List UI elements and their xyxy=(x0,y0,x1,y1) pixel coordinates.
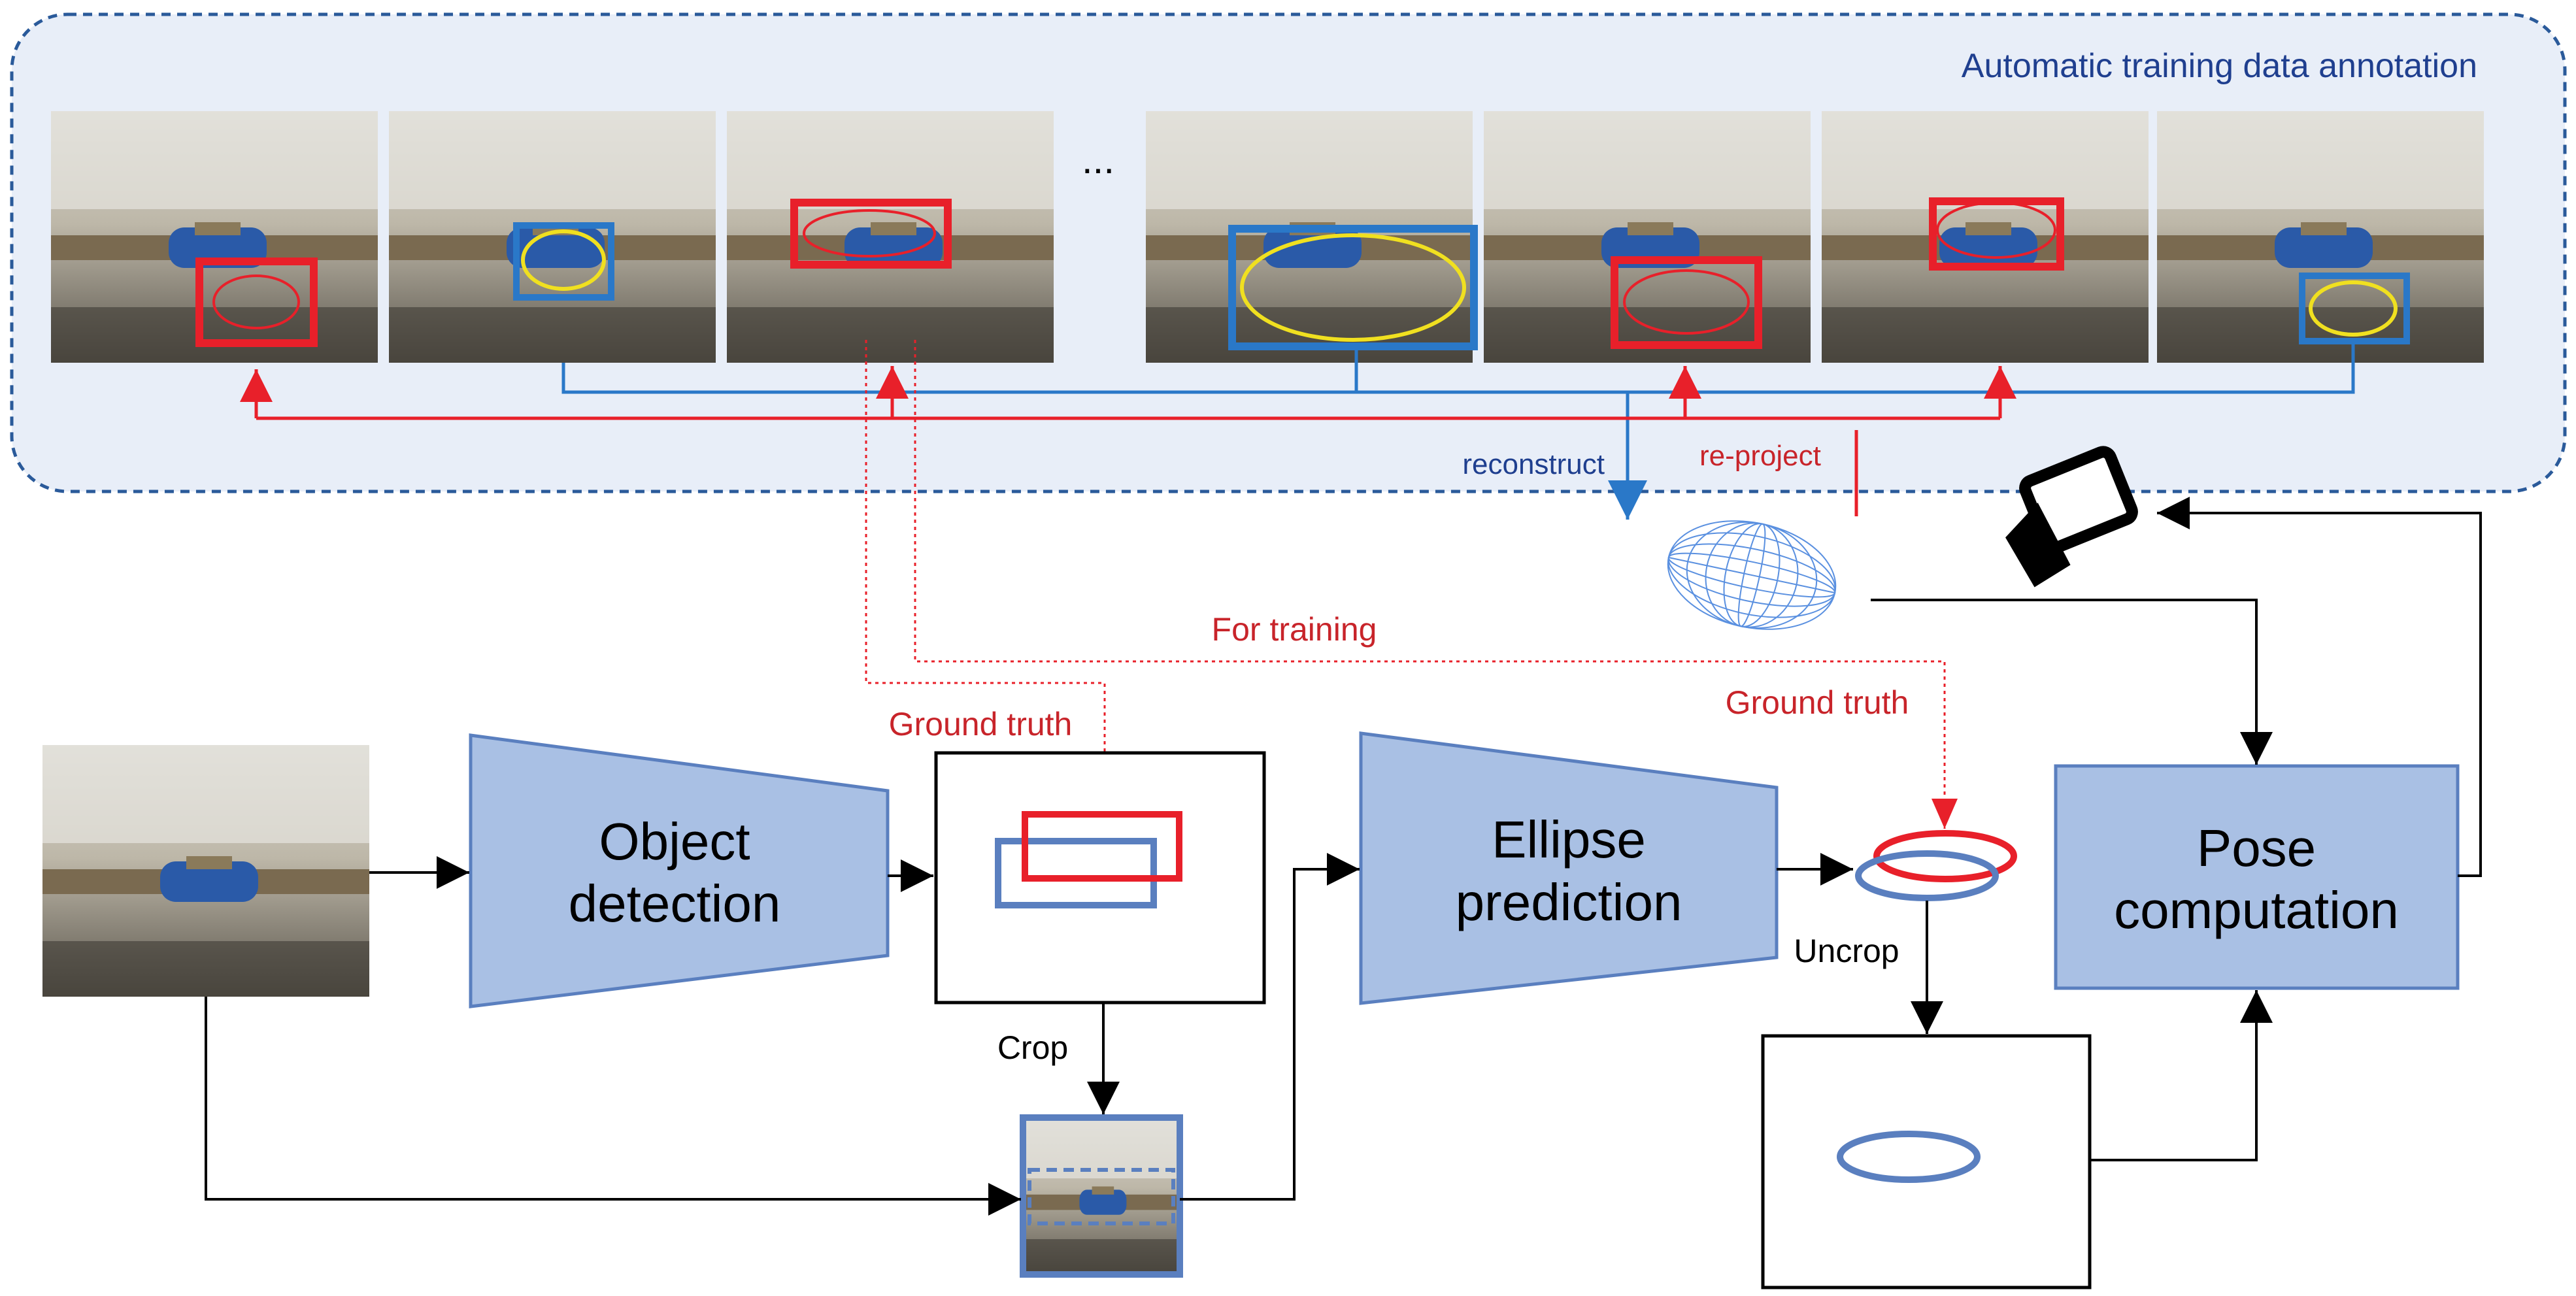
thumbnail-ellipsis: ... xyxy=(1082,138,1114,182)
ground-truth-bbox xyxy=(1022,811,1182,882)
object-detection-label: Object xyxy=(599,812,750,871)
ellipse-prediction-label: prediction xyxy=(1456,873,1682,931)
ground-truth-label-2: Ground truth xyxy=(1726,684,1909,721)
photo-thumbnail xyxy=(51,111,378,363)
detected-bbox xyxy=(995,838,1157,908)
pipeline-arrows xyxy=(205,497,2482,1216)
reconstruct-connector xyxy=(561,343,2355,520)
photo-thumbnail xyxy=(1484,111,1811,363)
reproject-connector xyxy=(240,366,2016,516)
ground-truth-label-1: Ground truth xyxy=(889,706,1073,742)
for-training-connector xyxy=(865,340,1946,829)
photo-thumbnail xyxy=(1146,111,1478,363)
reproject-label: re-project xyxy=(1699,440,1821,472)
detection-output-frame xyxy=(934,751,1266,1005)
reconstruct-label: reconstruct xyxy=(1462,448,1605,480)
ground-truth-ellipse xyxy=(1873,830,2017,882)
ellipse-prediction-label: Ellipse xyxy=(1492,810,1646,869)
photo-thumbnail xyxy=(1822,111,2149,363)
input-photo xyxy=(42,745,369,997)
pose-computation-label: Pose xyxy=(2197,819,2316,877)
uncrop-label: Uncrop xyxy=(1794,933,1899,969)
pose-computation-block xyxy=(2054,764,2460,990)
uncropped-frame xyxy=(1761,1034,2092,1289)
ellipse-prediction-block xyxy=(1359,731,1779,1005)
object-detection-label: detection xyxy=(569,874,781,933)
photo-thumbnail xyxy=(727,111,1054,363)
for-training-label: For training xyxy=(1212,611,1377,648)
cropped-photo xyxy=(1020,1114,1183,1278)
photo-thumbnail xyxy=(2157,111,2484,363)
uncropped-ellipse xyxy=(1837,1131,1981,1183)
annotation-panel-title: Automatic training data annotation xyxy=(1962,47,2477,85)
camera-icon xyxy=(2005,446,2138,588)
ellipsoid-wireframe xyxy=(1667,520,1837,630)
crop-label: Crop xyxy=(997,1029,1068,1066)
predicted-ellipse xyxy=(1855,850,1999,901)
pose-computation-label: computation xyxy=(2114,881,2399,939)
object-detection-block xyxy=(469,733,890,1008)
for-training-arrowhead xyxy=(1932,799,1958,829)
photo-thumbnail xyxy=(389,111,716,363)
